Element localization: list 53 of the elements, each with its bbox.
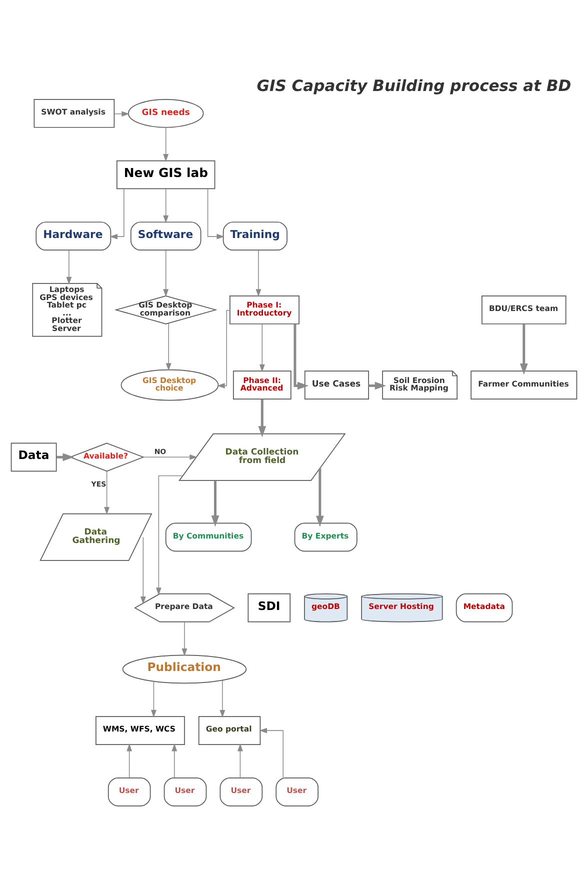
node-box: By Communities <box>165 522 252 552</box>
arrow <box>163 188 169 224</box>
node-box: SWOT analysis <box>34 98 115 128</box>
arrow <box>217 310 230 388</box>
diagram-title: GIS Capacity Building process at BD <box>256 76 572 95</box>
node-box: Use Cases <box>304 370 369 400</box>
node-box: Metadata <box>456 593 513 622</box>
node-box: User <box>276 778 318 806</box>
arrow <box>156 475 184 596</box>
node-box: Geo portal <box>198 716 261 745</box>
node-ellipse: GIS needs <box>128 98 204 128</box>
arrow <box>182 622 188 656</box>
node-box: BDU/ERCS team <box>482 295 566 324</box>
arrow <box>166 322 172 371</box>
arrow <box>140 536 146 604</box>
arrow <box>258 399 266 438</box>
node-box: Training <box>222 222 288 251</box>
node-box: Farmer Communities <box>470 370 578 400</box>
node-box: By Experts <box>294 522 358 552</box>
arrow <box>256 250 262 297</box>
node-box: User <box>164 778 207 806</box>
arrow <box>151 680 156 718</box>
arrow <box>104 471 110 515</box>
arrow <box>110 188 124 240</box>
node-box: Software <box>130 222 202 251</box>
arrow <box>207 188 224 240</box>
node-ellipse: GIS Desktop choice <box>120 369 219 401</box>
arrow <box>316 468 324 527</box>
node-box: SDI <box>248 593 291 622</box>
node-box: User <box>220 778 263 806</box>
arrow <box>172 744 178 778</box>
node-box: WMS, WFS, WCS <box>96 716 185 745</box>
arrow <box>163 250 169 297</box>
arrow <box>163 127 169 162</box>
node-diamond: Available? <box>69 442 145 472</box>
node-box: Phase II: Advanced <box>232 370 292 400</box>
arrow <box>259 728 284 778</box>
arrow <box>220 680 226 718</box>
node-box: Hardware <box>36 222 112 251</box>
arrow <box>259 324 265 372</box>
node-box: New GIS lab <box>116 160 216 190</box>
node-box: Phase I: Introductory <box>230 295 300 324</box>
arrow <box>143 454 198 460</box>
arrow <box>126 744 132 778</box>
node-box: Data <box>10 442 57 472</box>
arrow <box>294 324 309 390</box>
arrow <box>211 480 220 527</box>
arrow <box>238 744 243 778</box>
node-diamond: GIS Desktop comparison <box>114 295 218 324</box>
arrow <box>520 324 528 375</box>
node-box: User <box>108 778 151 806</box>
arrow <box>66 250 72 285</box>
node-ellipse: Publication <box>122 654 247 684</box>
